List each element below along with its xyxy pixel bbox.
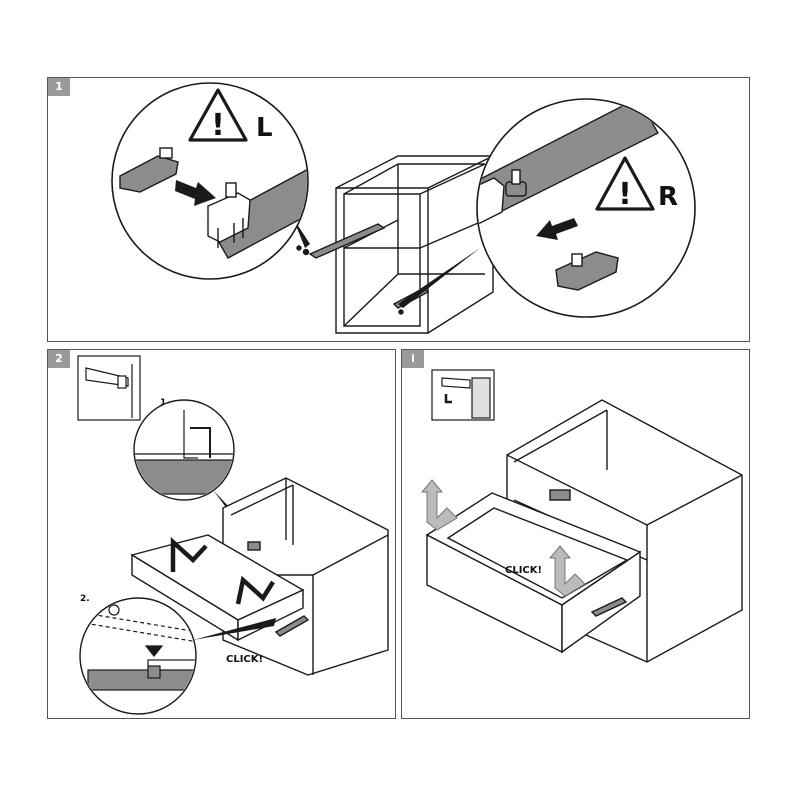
inset-icon — [77, 355, 141, 421]
right-side-label: R — [658, 182, 678, 212]
arrow-icon — [420, 479, 586, 597]
left-detail-circle: ! L — [111, 82, 309, 280]
click-label: CLICK! — [505, 565, 542, 576]
step-1-illustration: ! L — [111, 82, 696, 334]
arrow-icon — [175, 180, 216, 206]
step-number: 1 — [48, 78, 70, 96]
step-number: 2 — [48, 350, 70, 368]
sub-step-2-label: 2. — [80, 594, 90, 604]
info-panel: i — [401, 349, 750, 719]
left-side-label: L — [256, 113, 273, 143]
warning-mark: ! — [618, 177, 632, 212]
bracket-part-icon — [555, 251, 619, 291]
pointer-wedge — [193, 618, 276, 640]
pointer-wedge — [398, 248, 480, 308]
bracket-icon — [207, 182, 251, 248]
arrow-icon — [536, 218, 578, 240]
step-number: i — [402, 350, 424, 368]
bracket-part-icon — [119, 147, 179, 193]
sub-step-1-label: 1. — [160, 398, 170, 408]
step-2-panel: 2 1. — [47, 349, 396, 719]
warning-triangle-icon: ! — [595, 156, 655, 212]
warning-mark: ! — [211, 108, 225, 143]
click-label: CLICK! — [226, 654, 263, 665]
step-2-illustration: 1. — [77, 355, 389, 715]
drawer-icon — [425, 489, 642, 654]
cabinet-icon — [296, 155, 494, 334]
drawer-icon — [130, 534, 305, 642]
zoom-circle-1 — [133, 399, 235, 501]
zoom-circle-2 — [79, 597, 197, 715]
warning-triangle-icon: ! — [188, 88, 248, 143]
info-illustration: CLICK! — [420, 369, 743, 663]
bracket-icon — [478, 169, 527, 225]
inset-icon — [431, 369, 495, 421]
right-detail-circle: ! R — [476, 98, 696, 318]
step-1-panel: 1 — [47, 77, 750, 342]
